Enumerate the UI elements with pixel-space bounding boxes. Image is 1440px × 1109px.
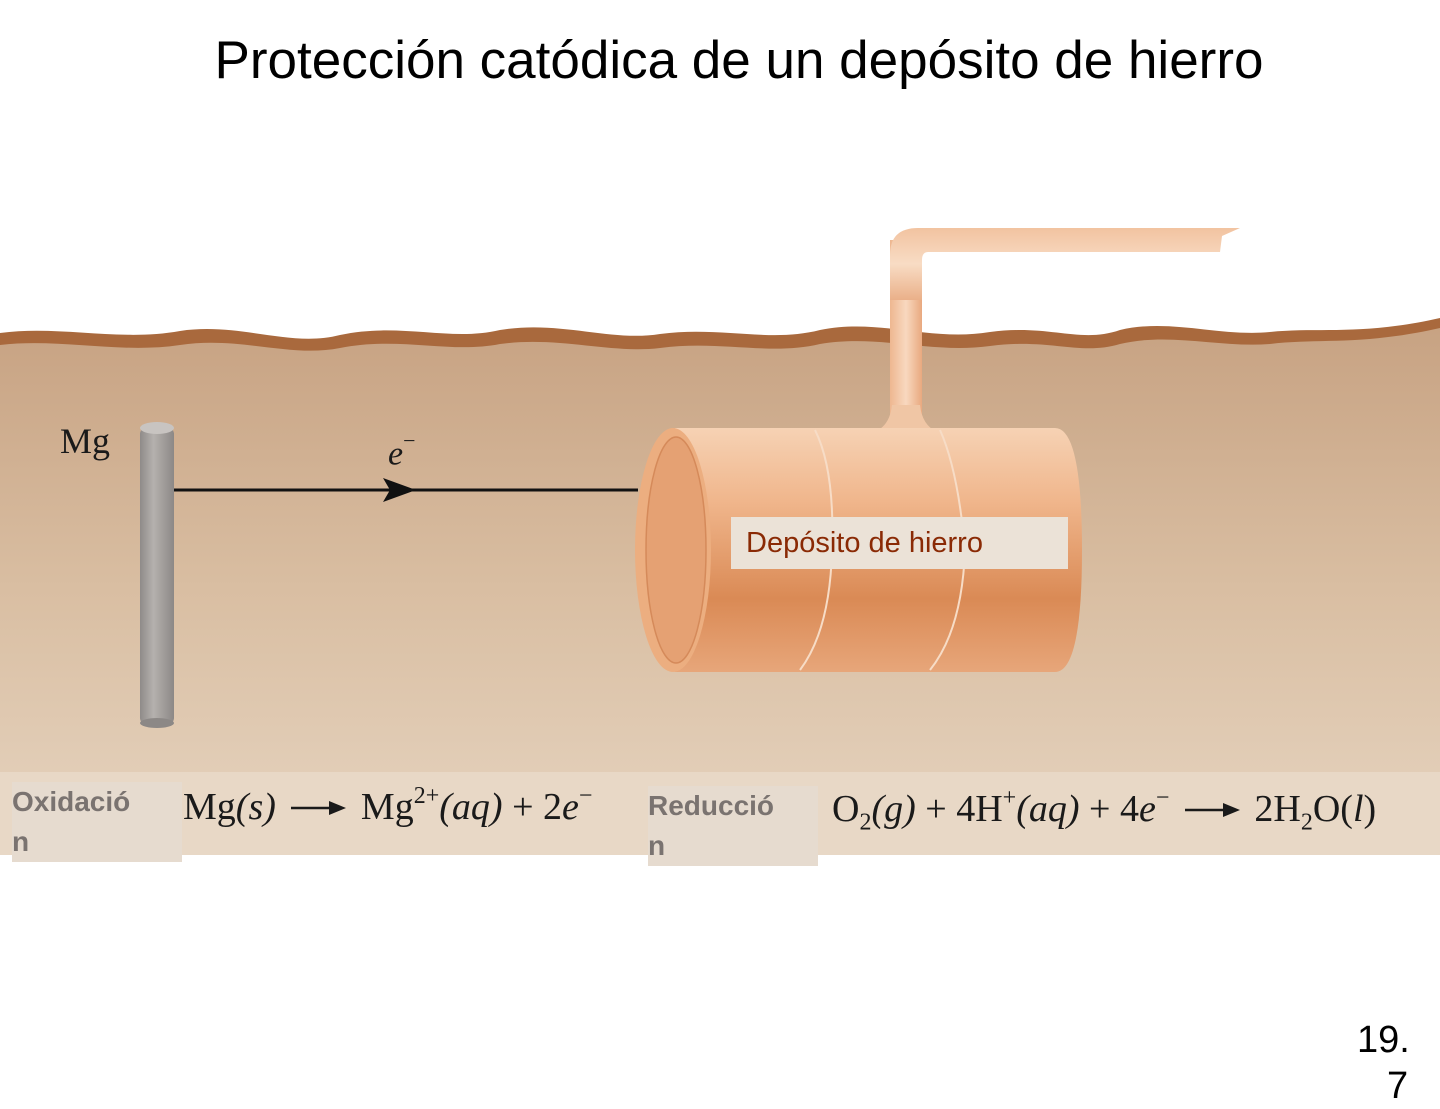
tank-label: Depósito de hierro [746,526,983,559]
oxidation-equation: Mg(s) Mg2+(aq) + 2e− [183,783,593,828]
mg-label: Mg [60,421,111,461]
electron-flow-arrow [383,478,416,502]
mg-anode-rod [140,428,174,724]
tank-label-box: Depósito de hierro [731,517,1068,569]
ground-surface [0,318,1440,351]
slide-title: Protección catódica de un depósito de hi… [214,31,1264,90]
oxidation-label: Oxidació n [12,782,182,862]
reduction-label: Reducció n [648,786,818,866]
electron-label: e− [388,428,416,473]
reaction-arrow-icon [291,801,347,816]
reaction-arrow-icon [1184,803,1240,818]
diagram-graphics [0,228,1440,855]
slide-number: 19. 7 [1357,1019,1410,1107]
cathodic-protection-diagram: Mg e− Depósito de hierro [0,228,1440,855]
reduction-equation: O2(g) + 4H+(aq) + 4e− 2H2O(l) [832,785,1377,836]
